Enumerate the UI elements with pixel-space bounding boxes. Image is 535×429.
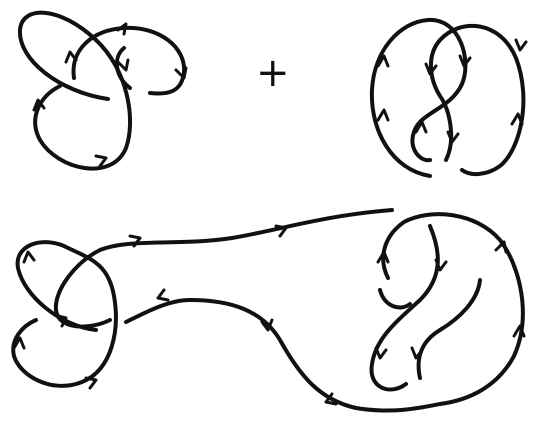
trefoil-knot (20, 13, 186, 169)
plus-sign: + (256, 50, 290, 96)
connected-sum-knot (13, 210, 524, 411)
figure-eight-knot (372, 20, 526, 176)
